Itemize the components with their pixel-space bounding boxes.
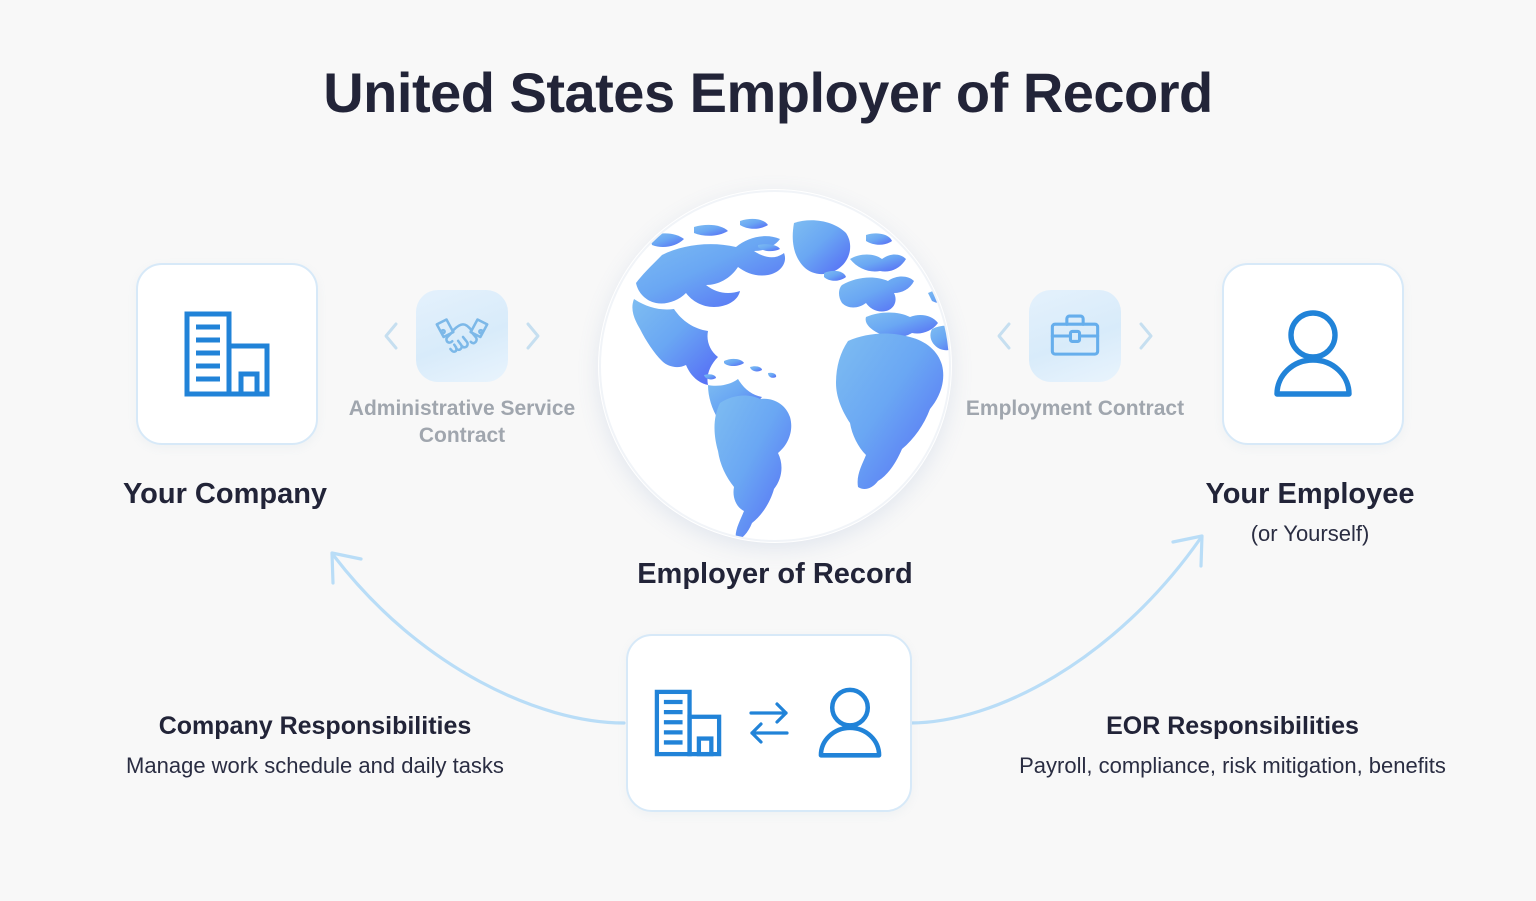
eor-responsibilities: EOR Responsibilities Payroll, compliance…	[955, 712, 1510, 779]
handshake-icon	[435, 318, 489, 353]
globe-node[interactable]	[598, 189, 952, 543]
employee-subcaption: (or Yourself)	[1250, 521, 1370, 546]
employment-contract-label: Employment Contract	[965, 397, 1185, 420]
eor-responsibilities-text: Payroll, compliance, risk mitigation, be…	[1019, 753, 1446, 778]
administrative-service-contract-label: Administrative Service Contract	[348, 397, 576, 447]
employment-contract-connector: Employment Contract	[960, 288, 1190, 423]
chevron-left-icon	[997, 322, 1011, 350]
company-node-card[interactable]	[136, 263, 318, 445]
eor-caption: Employer of Record	[637, 558, 913, 590]
company-caption: Your Company	[122, 478, 328, 510]
company-responsibilities-text: Manage work schedule and daily tasks	[126, 753, 504, 778]
chevron-right-icon	[1139, 322, 1153, 350]
employee-node-card[interactable]	[1222, 263, 1404, 445]
exchange-node-card[interactable]	[626, 634, 912, 812]
person-icon	[1274, 310, 1352, 397]
company-responsibilities-title: Company Responsibilities	[158, 712, 472, 740]
exchange-arrows-icon	[749, 702, 789, 744]
office-building-icon	[654, 689, 722, 757]
office-building-icon	[184, 311, 270, 397]
administrative-service-contract-connector: Administrative Service Contract	[347, 288, 577, 450]
page-title: United States Employer of Record	[323, 61, 1213, 124]
company-responsibilities: Company Responsibilities Manage work sch…	[55, 712, 575, 779]
briefcase-icon	[1050, 314, 1100, 356]
chevron-left-icon	[384, 322, 398, 350]
handshake-tile[interactable]	[416, 290, 508, 382]
globe-icon	[599, 190, 951, 542]
employee-caption: Your Employee	[1205, 478, 1415, 510]
briefcase-tile[interactable]	[1029, 290, 1121, 382]
eor-responsibilities-title: EOR Responsibilities	[1106, 712, 1359, 740]
arrow-to-company-head	[330, 551, 363, 585]
person-icon	[818, 687, 882, 758]
chevron-right-icon	[526, 322, 540, 350]
